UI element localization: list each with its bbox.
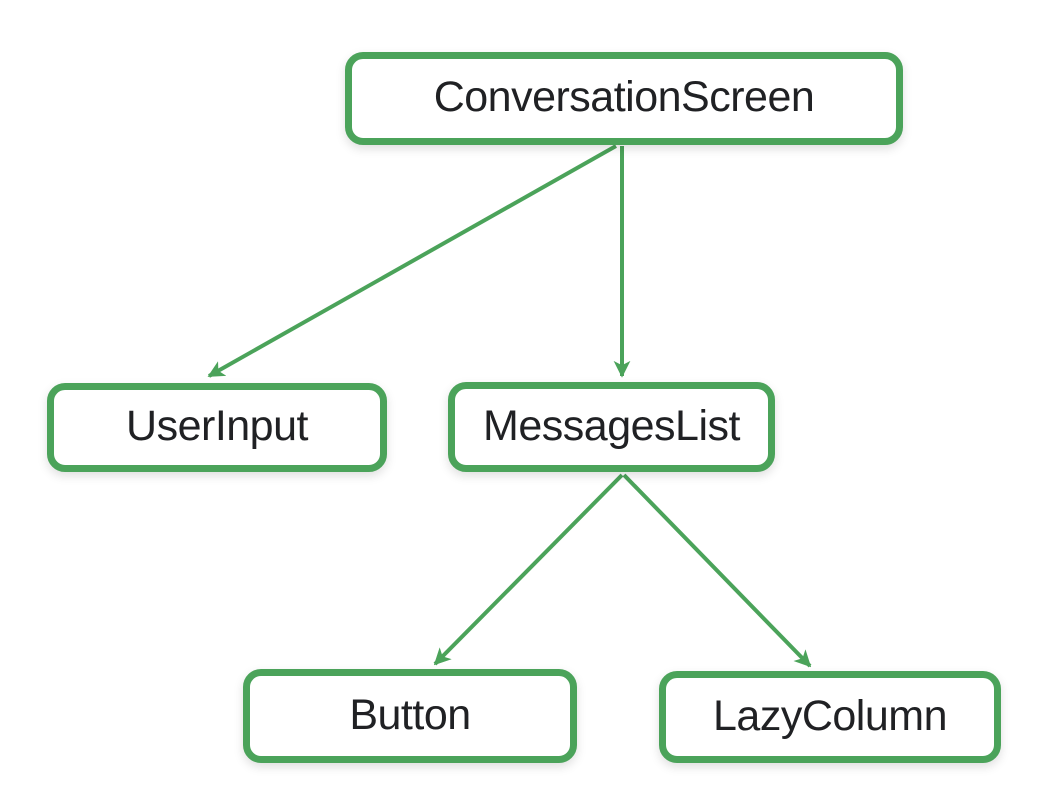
arrow-messageslist-to-lazycolumn (622, 473, 812, 668)
node-button: Button (243, 669, 577, 763)
node-messageslist: MessagesList (448, 382, 775, 472)
node-label-conversationscreen: ConversationScreen (433, 73, 815, 121)
arrow-messageslist-to-button (433, 473, 624, 666)
node-label-button: Button (349, 690, 471, 739)
arrow-conversationscreen-to-userinput (207, 144, 617, 378)
node-label-lazycolumn: LazyColumn (713, 691, 948, 740)
node-userinput: UserInput (47, 383, 387, 472)
node-label-userinput: UserInput (126, 402, 308, 450)
node-conversationscreen: ConversationScreen (345, 52, 903, 145)
node-label-messageslist: MessagesList (483, 401, 740, 450)
node-lazycolumn: LazyColumn (659, 671, 1001, 763)
